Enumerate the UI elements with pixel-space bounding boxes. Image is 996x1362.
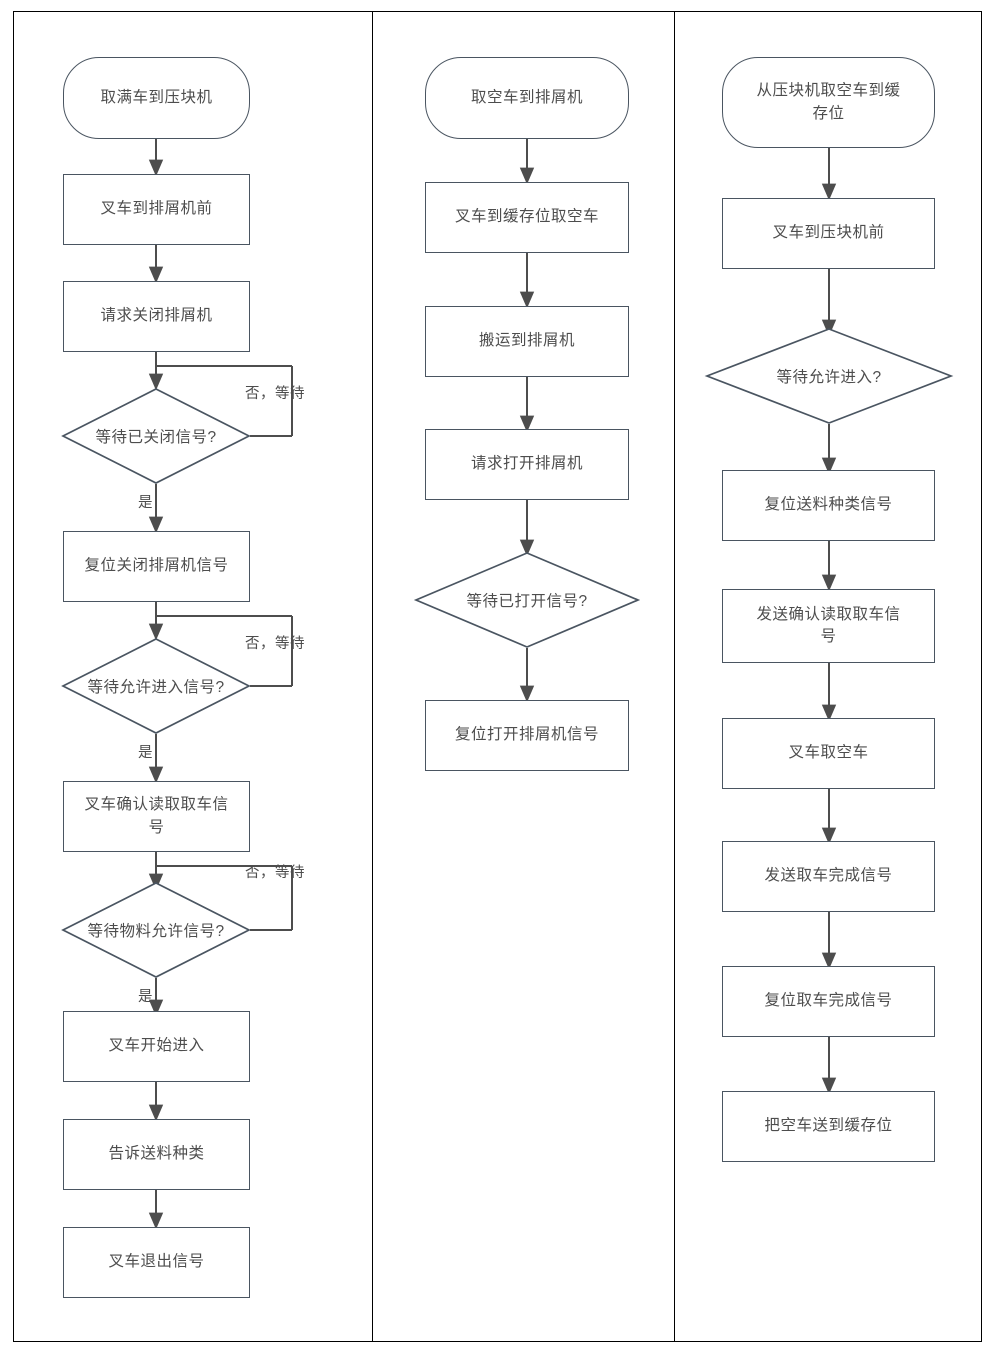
connectors-col3 (674, 0, 996, 1362)
node-c1n1-terminator[interactable]: 取满车到压块机 (63, 57, 250, 139)
node-c2n3-process[interactable]: 搬运到排屑机 (425, 306, 629, 377)
edge-label-yes-3: 是 (138, 989, 153, 1005)
node-c3n8-process[interactable]: 复位取车完成信号 (722, 966, 935, 1037)
node-label: 叉车确认读取取车信 号 (84, 796, 229, 836)
node-label: 搬运到排屑机 (478, 332, 575, 350)
outer-frame (13, 11, 982, 1342)
node-c3n7-process[interactable]: 发送取车完成信号 (722, 841, 935, 912)
node-label: 请求打开排屑机 (470, 455, 583, 473)
node-c2n2-process[interactable]: 叉车到缓存位取空车 (425, 182, 629, 253)
node-c2n6-process[interactable]: 复位打开排屑机信号 (425, 700, 629, 771)
node-c1n8-decision[interactable]: 等待物料允许信号? (61, 882, 251, 978)
node-label: 取空车到排屑机 (470, 88, 583, 106)
connectors-col1 (0, 0, 372, 1362)
node-label: 叉车到排屑机前 (100, 200, 213, 218)
connectors-col2 (372, 0, 674, 1362)
flow-column-2: 取空车到排屑机 叉车到缓存位取空车 搬运到排屑机 请求打开排屑机 等待已打开信号… (372, 0, 674, 1362)
node-c2n5-decision[interactable]: 等待已打开信号? (413, 552, 641, 648)
edge-label-no-2: 否，等待 (245, 636, 305, 652)
node-label: 叉车到缓存位取空车 (454, 208, 599, 226)
column-separator-1 (372, 11, 373, 1342)
node-c1n3-process[interactable]: 请求关闭排屑机 (63, 281, 250, 352)
node-label: 从压块机取空车到缓 存位 (756, 82, 901, 122)
node-c3n3-decision[interactable]: 等待允许进入? (704, 328, 954, 424)
node-label: 请求关闭排屑机 (100, 307, 213, 325)
node-c2n1-terminator[interactable]: 取空车到排屑机 (425, 57, 629, 139)
flow-column-3: 从压块机取空车到缓 存位 叉车到压块机前 等待允许进入? 复位送料种类信号 发送… (674, 0, 996, 1362)
node-c3n5-process[interactable]: 发送确认读取取车信 号 (722, 589, 935, 663)
flow-column-1: 取满车到压块机 叉车到排屑机前 请求关闭排屑机 等待已关闭信号? 否，等待 是 … (0, 0, 372, 1362)
node-c1n5-process[interactable]: 复位关闭排屑机信号 (63, 531, 250, 602)
column-separator-2 (674, 11, 675, 1342)
edge-label-no-1: 否，等待 (245, 386, 305, 402)
node-label: 叉车退出信号 (108, 1253, 205, 1271)
edge-label-yes-2: 是 (138, 745, 153, 761)
node-label: 发送确认读取取车信 号 (756, 605, 901, 645)
node-label: 叉车取空车 (788, 744, 869, 762)
node-c3n2-process[interactable]: 叉车到压块机前 (722, 198, 935, 269)
node-c1n10-process[interactable]: 告诉送料种类 (63, 1119, 250, 1190)
node-label: 复位打开排屑机信号 (454, 726, 599, 744)
node-c1n4-decision[interactable]: 等待已关闭信号? (61, 388, 251, 484)
node-label: 复位送料种类信号 (764, 496, 893, 514)
node-label: 把空车送到缓存位 (764, 1117, 893, 1135)
node-c1n6-decision[interactable]: 等待允许进入信号? (61, 638, 251, 734)
node-label: 复位取车完成信号 (764, 992, 893, 1010)
node-label: 叉车开始进入 (108, 1037, 205, 1055)
node-c1n9-process[interactable]: 叉车开始进入 (63, 1011, 250, 1082)
node-label: 发送取车完成信号 (764, 867, 893, 885)
node-c1n11-process[interactable]: 叉车退出信号 (63, 1227, 250, 1298)
node-c1n7-process[interactable]: 叉车确认读取取车信 号 (63, 781, 250, 852)
node-c3n1-terminator[interactable]: 从压块机取空车到缓 存位 (722, 57, 935, 148)
node-label: 叉车到压块机前 (772, 224, 885, 242)
edge-label-yes-1: 是 (138, 495, 153, 511)
node-c3n9-process[interactable]: 把空车送到缓存位 (722, 1091, 935, 1162)
node-label: 复位关闭排屑机信号 (84, 557, 229, 575)
edge-label-no-3: 否，等待 (245, 865, 305, 881)
node-c1n2-process[interactable]: 叉车到排屑机前 (63, 174, 250, 245)
node-label: 取满车到压块机 (100, 88, 213, 106)
node-c3n6-process[interactable]: 叉车取空车 (722, 718, 935, 789)
node-c2n4-process[interactable]: 请求打开排屑机 (425, 429, 629, 500)
node-c3n4-process[interactable]: 复位送料种类信号 (722, 470, 935, 541)
node-label: 告诉送料种类 (108, 1145, 205, 1163)
